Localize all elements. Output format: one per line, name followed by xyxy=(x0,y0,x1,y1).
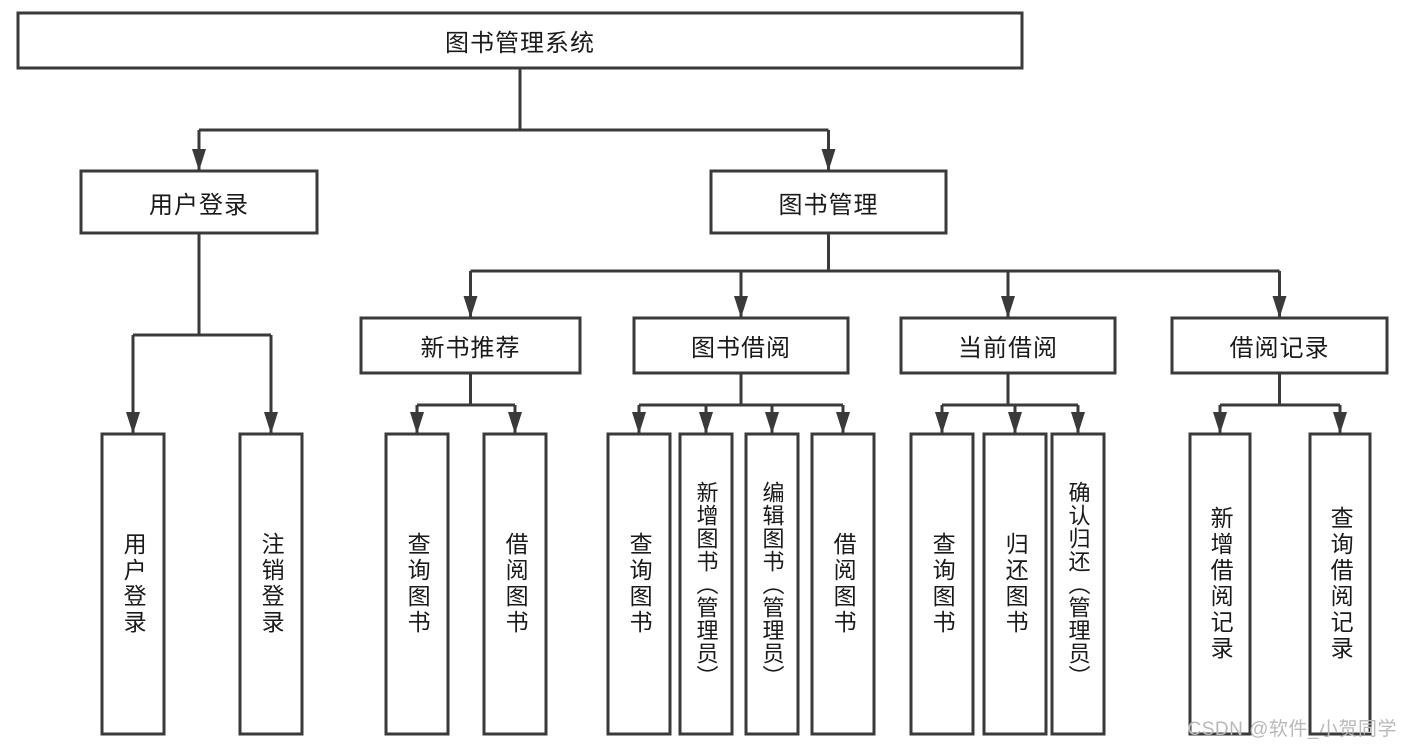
node-box-borrow-record[interactable] xyxy=(1170,316,1389,375)
arrow-head-icon xyxy=(765,412,779,434)
node-boxes xyxy=(16,11,1389,736)
arrow-head-icon xyxy=(192,149,206,171)
arrow-head-icon xyxy=(508,412,522,434)
node-box-leaf-query-book-3[interactable] xyxy=(909,432,975,736)
arrow-head-icon xyxy=(126,412,140,434)
node-box-user-login[interactable] xyxy=(79,169,319,235)
arrow-head-icon xyxy=(1333,412,1347,434)
node-box-leaf-return-book[interactable] xyxy=(982,432,1048,736)
arrow-head-icon xyxy=(935,412,949,434)
arrow-head-icon xyxy=(1001,296,1015,318)
node-box-leaf-query-book-2[interactable] xyxy=(606,432,672,736)
node-box-leaf-logout[interactable] xyxy=(238,432,304,736)
node-box-leaf-query-record[interactable] xyxy=(1308,432,1372,736)
node-box-root[interactable] xyxy=(16,11,1024,70)
arrow-head-icon xyxy=(463,296,478,318)
connector-lines xyxy=(126,68,1347,434)
node-box-leaf-add-book[interactable] xyxy=(678,432,734,736)
arrow-head-icon xyxy=(836,412,850,434)
arrow-head-icon xyxy=(632,412,646,434)
node-box-new-book-rec[interactable] xyxy=(359,316,582,375)
arrow-head-icon xyxy=(821,149,836,171)
arrow-head-icon xyxy=(1071,412,1085,434)
node-box-leaf-confirm-return[interactable] xyxy=(1050,432,1106,736)
arrow-head-icon xyxy=(699,412,713,434)
arrow-head-icon xyxy=(734,296,748,318)
arrow-head-icon xyxy=(1008,412,1022,434)
node-box-leaf-query-book-1[interactable] xyxy=(384,432,450,736)
node-box-leaf-add-record[interactable] xyxy=(1188,432,1252,736)
arrow-head-icon xyxy=(1213,412,1227,434)
arrow-head-icon xyxy=(1272,296,1287,318)
watermark-text: CSDN @软件_小贺同学 xyxy=(1187,719,1397,740)
node-box-book-borrow[interactable] xyxy=(632,316,850,375)
arrow-head-icon xyxy=(410,412,424,434)
node-box-leaf-borrow-book-2[interactable] xyxy=(810,432,876,736)
node-box-leaf-user-login[interactable] xyxy=(100,432,166,736)
node-box-book-manage[interactable] xyxy=(709,169,948,235)
node-box-current-borrow[interactable] xyxy=(899,316,1117,375)
node-box-leaf-borrow-book-1[interactable] xyxy=(482,432,548,736)
node-box-leaf-edit-book[interactable] xyxy=(744,432,800,736)
arrow-head-icon xyxy=(264,412,278,434)
